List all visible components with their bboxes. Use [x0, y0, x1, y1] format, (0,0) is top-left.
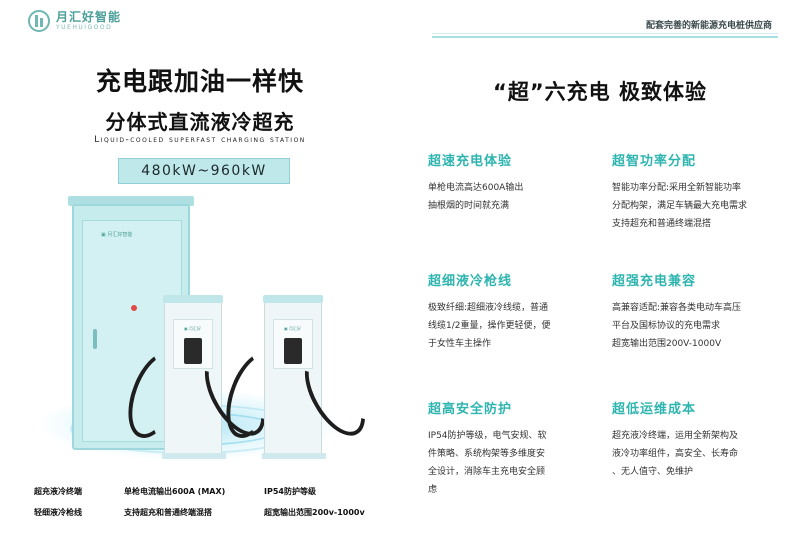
terminal-panel: ▣ 月汇好	[273, 319, 313, 369]
terminal-screen	[284, 338, 302, 364]
feature-line: 于女性车主操作	[428, 339, 492, 349]
feature-line: 平台及国标协议的充电需求	[612, 321, 721, 331]
product-illustration: ▣ 月汇好智能 ▣ 月汇好 ▣ 月汇好	[0, 190, 400, 480]
feature-description: 智能功率分配:采用全新智能功率 分配构架，满足车辆最大充电需求 支持超充和普通终…	[612, 179, 792, 233]
feature-line: 虑	[428, 485, 438, 495]
brand-logo: 月汇好智能 YUEHUIGOOD	[28, 10, 121, 32]
terminal-top	[163, 295, 223, 303]
brand-name-cn: 月汇好智能	[56, 10, 122, 24]
spec-item: 支持超充和普通终端混搭	[124, 508, 212, 517]
feature-description: 极致纤细:超细液冷线缆，普通 线缆1/2重量，操作更轻便，便 于女性车主操作	[428, 299, 608, 353]
feature-block: 超强充电兼容 高兼容适配:兼容各类电动车高压 平台及国标协议的充电需求 超宽输出…	[612, 270, 792, 353]
feature-line: 全设计，消除车主充电安全顾	[428, 467, 546, 477]
feature-line: 支持超充和普通终端混搭	[612, 219, 712, 229]
feature-line: 件策略、系统构架等多维度安	[428, 449, 546, 459]
terminal-top	[263, 295, 323, 303]
terminal-logo-icon: ▣ 月汇好	[184, 326, 202, 331]
spec-item: 超宽输出范围200v-1000v	[264, 508, 365, 517]
feature-description: 超充液冷终端，运用全新架构及 液冷功率组件，高安全、长寿命 、无人值守、免维护	[612, 427, 792, 481]
sub-headline: 分体式直流液冷超充	[105, 110, 295, 134]
brand-logo-text: 月汇好智能 YUEHUIGOOD	[56, 11, 121, 31]
tagline-header: 配套完善的新能源充电桩供应商	[432, 18, 778, 38]
terminal-screen	[184, 338, 202, 364]
feature-line: 智能功率分配:采用全新智能功率	[612, 183, 742, 193]
cabinet-top	[68, 196, 194, 206]
feature-heading: 超智功率分配	[612, 154, 697, 169]
spec-item: 超充液冷终端	[34, 487, 82, 496]
terminal-logo-icon: ▣ 月汇好	[284, 326, 302, 331]
feature-block: 超速充电体验 单枪电流高达600A输出 抽根烟的时间就充满	[428, 150, 608, 215]
feature-heading: 超低运维成本	[612, 402, 697, 417]
feature-line: 液冷功率组件，高安全、长寿命	[612, 449, 739, 459]
cabinet-handle	[93, 329, 97, 349]
feature-heading: 超速充电体验	[428, 154, 513, 169]
feature-description: IP54防护等级，电气安规、软 件策略、系统构架等多维度安 全设计，消除车主充电…	[428, 427, 608, 499]
terminal-panel: ▣ 月汇好	[173, 319, 213, 369]
right-page: 配套完善的新能源充电桩供应商 “超”六充电 极致体验 超速充电体验 单枪电流高达…	[400, 0, 800, 542]
feature-line: 分配构架，满足车辆最大充电需求	[612, 201, 748, 211]
feature-description: 单枪电流高达600A输出 抽根烟的时间就充满	[428, 179, 608, 215]
indicator-light-icon	[131, 305, 137, 311]
tagline-text: 配套完善的新能源充电桩供应商	[639, 18, 772, 31]
spec-list: 超充液冷终端 单枪电流输出600A (MAX) IP54防护等级 轻细液冷枪线 …	[34, 486, 374, 518]
spec-item: 单枪电流输出600A (MAX)	[124, 487, 226, 496]
feature-line: 超宽输出范围200V-1000V	[612, 339, 722, 349]
page-title: “超”六充电 极致体验	[493, 80, 707, 104]
feature-description: 高兼容适配:兼容各类电动车高压 平台及国标协议的充电需求 超宽输出范围200V-…	[612, 299, 792, 353]
charging-terminal: ▣ 月汇好	[162, 295, 226, 459]
main-headline: 充电跟加油一样快	[95, 67, 304, 96]
brand-logo-icon	[28, 10, 50, 32]
feature-line: 抽根烟的时间就充满	[428, 201, 510, 211]
feature-line: 极致纤细:超细液冷线缆，普通	[428, 303, 549, 313]
charging-terminal: ▣ 月汇好	[262, 295, 326, 459]
feature-line: IP54防护等级，电气安规、软	[428, 431, 547, 441]
feature-heading: 超强充电兼容	[612, 274, 697, 289]
english-subtitle: Liquid-cooled superfast charging station	[94, 135, 306, 145]
feature-line: 单枪电流高达600A输出	[428, 183, 524, 193]
left-page: 月汇好智能 YUEHUIGOOD 充电跟加油一样快 分体式直流液冷超充 Liqu…	[0, 10, 400, 518]
brand-name-en: YUEHUIGOOD	[56, 24, 113, 31]
feature-line: 高兼容适配:兼容各类电动车高压	[612, 303, 742, 313]
spec-item: 轻细液冷枪线	[34, 508, 82, 517]
power-range-text: 480kW~960kW	[141, 163, 267, 179]
feature-line: 、无人值守、免维护	[612, 467, 694, 477]
feature-line: 线缆1/2重量，操作更轻便，便	[428, 321, 551, 331]
terminal-base	[262, 453, 326, 459]
divider	[432, 33, 778, 34]
feature-block: 超高安全防护 IP54防护等级，电气安规、软 件策略、系统构架等多维度安 全设计…	[428, 398, 608, 499]
feature-block: 超低运维成本 超充液冷终端，运用全新架构及 液冷功率组件，高安全、长寿命 、无人…	[612, 398, 792, 481]
cabinet-logo-icon: ▣ 月汇好智能	[101, 232, 133, 238]
power-range-badge: 480kW~960kW	[118, 158, 290, 184]
feature-line: 超充液冷终端，运用全新架构及	[612, 431, 739, 441]
feature-block: 超细液冷枪线 极致纤细:超细液冷线缆，普通 线缆1/2重量，操作更轻便，便 于女…	[428, 270, 608, 353]
divider	[432, 36, 778, 38]
feature-block: 超智功率分配 智能功率分配:采用全新智能功率 分配构架，满足车辆最大充电需求 支…	[612, 150, 792, 233]
spec-item: IP54防护等级	[264, 487, 316, 496]
terminal-base	[162, 453, 226, 459]
feature-heading: 超高安全防护	[428, 402, 513, 417]
feature-heading: 超细液冷枪线	[428, 274, 513, 289]
